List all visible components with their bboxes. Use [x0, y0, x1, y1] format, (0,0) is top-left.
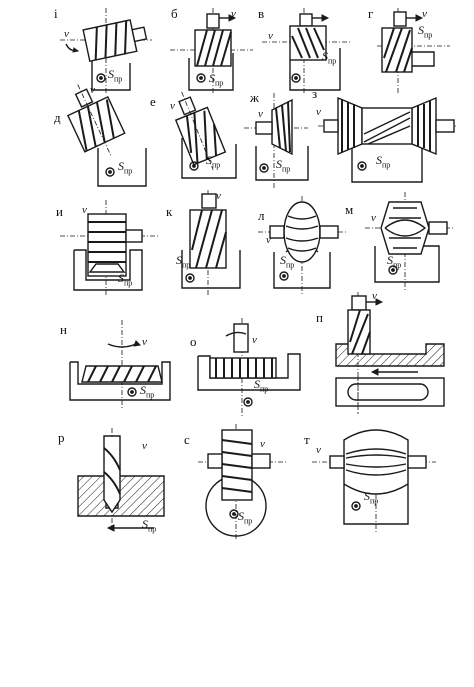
- label-letter: б: [171, 6, 178, 21]
- scheme-z-drawing: [318, 96, 458, 183]
- label-velocity: v: [170, 100, 175, 112]
- label-feed: Sпр: [364, 489, 379, 506]
- label-letter: м: [345, 202, 354, 217]
- label-velocity: v: [142, 336, 147, 348]
- scheme-l: л v Sпр: [250, 196, 350, 296]
- label-velocity: v: [216, 190, 221, 202]
- scheme-k-drawing: [181, 190, 241, 295]
- scheme-t: т v Sпр: [300, 424, 440, 534]
- label-letter: і: [54, 6, 58, 21]
- scheme-p-drawing: [335, 292, 445, 414]
- label-letter: д: [54, 110, 61, 125]
- label-feed: Sпр: [418, 23, 433, 40]
- label-letter: з: [312, 86, 318, 101]
- label-letter: т: [304, 432, 310, 447]
- label-velocity: v: [371, 212, 376, 224]
- label-feed: Sпр: [280, 253, 295, 270]
- label-letter: и: [56, 204, 63, 219]
- scheme-k: к v Sпр: [166, 190, 248, 295]
- scheme-ii: и v Sпр: [56, 200, 160, 295]
- scheme-s: с v Sпр: [184, 424, 293, 539]
- label-feed: Sпр: [142, 517, 157, 534]
- label-velocity: v: [260, 438, 265, 450]
- scheme-v-drawing: [262, 8, 350, 93]
- scheme-i: і v Sпр: [54, 7, 152, 93]
- scheme-zh: ж v Sпр: [242, 88, 317, 188]
- label-velocity: v: [268, 30, 273, 42]
- scheme-e: е v Sпр: [150, 88, 242, 188]
- label-velocity: v: [142, 440, 147, 452]
- scheme-s-drawing: [198, 424, 288, 539]
- label-letter: п: [316, 310, 323, 325]
- label-velocity: v: [316, 444, 321, 456]
- scheme-m: м v Sпр: [345, 192, 455, 292]
- label-letter: с: [184, 432, 190, 447]
- label-velocity: v: [372, 290, 377, 302]
- label-feed: Sпр: [376, 153, 391, 170]
- label-velocity: v: [316, 106, 321, 118]
- scheme-ii-drawing: [60, 200, 158, 295]
- scheme-i-drawing: [60, 8, 152, 93]
- label-feed: Sпр: [209, 71, 224, 88]
- label-letter: г: [368, 6, 374, 21]
- scheme-z: з v Sпр: [312, 84, 462, 188]
- scheme-o: о v Sпр: [188, 318, 316, 418]
- label-letter: ж: [250, 90, 259, 105]
- label-feed: Sпр: [108, 67, 123, 84]
- scheme-r: р v Sпр: [58, 428, 174, 538]
- label-feed: Sпр: [176, 253, 191, 270]
- scheme-b: б v Sпр: [170, 7, 253, 93]
- label-velocity: v: [90, 84, 95, 96]
- scheme-r-drawing: [77, 428, 165, 532]
- scheme-n: н v Sпр: [58, 320, 178, 410]
- scheme-t-drawing: [312, 429, 436, 534]
- label-letter: н: [60, 322, 67, 337]
- scheme-p: п v: [316, 290, 468, 414]
- label-letter: р: [58, 430, 65, 445]
- label-feed: Sпр: [118, 271, 133, 288]
- scheme-d: д v Sпр: [54, 84, 158, 188]
- scheme-g-drawing: [377, 8, 450, 93]
- scheme-o-drawing: [197, 318, 301, 418]
- label-velocity: v: [422, 8, 427, 20]
- scheme-b-drawing: [170, 8, 253, 93]
- scheme-g: г v Sпр: [368, 7, 452, 93]
- label-letter: к: [166, 204, 173, 219]
- label-feed: Sпр: [140, 383, 155, 400]
- label-feed: Sпр: [118, 159, 133, 176]
- label-velocity: v: [231, 8, 236, 20]
- scheme-n-drawing: [69, 320, 171, 410]
- label-letter: л: [258, 208, 265, 223]
- label-velocity: v: [64, 28, 69, 40]
- label-feed: Sпр: [238, 509, 253, 526]
- label-feed: Sпр: [322, 49, 337, 66]
- label-velocity: v: [252, 334, 257, 346]
- label-letter: е: [150, 94, 156, 109]
- label-feed: Sпр: [276, 157, 291, 174]
- scheme-m-drawing: [365, 192, 453, 292]
- scheme-e-drawing: [174, 91, 237, 179]
- label-velocity: v: [266, 234, 271, 246]
- label-feed: Sпр: [206, 153, 221, 170]
- scheme-zh-drawing: [244, 93, 309, 188]
- label-letter: о: [190, 334, 197, 349]
- scheme-l-drawing: [258, 196, 348, 296]
- label-velocity: v: [258, 108, 263, 120]
- label-letter: в: [258, 6, 265, 21]
- label-feed: Sпр: [254, 377, 269, 394]
- scheme-v: в v Sпр: [258, 7, 352, 93]
- scheme-d-drawing: [66, 84, 147, 187]
- label-feed: Sпр: [387, 253, 402, 270]
- label-velocity: v: [82, 204, 87, 216]
